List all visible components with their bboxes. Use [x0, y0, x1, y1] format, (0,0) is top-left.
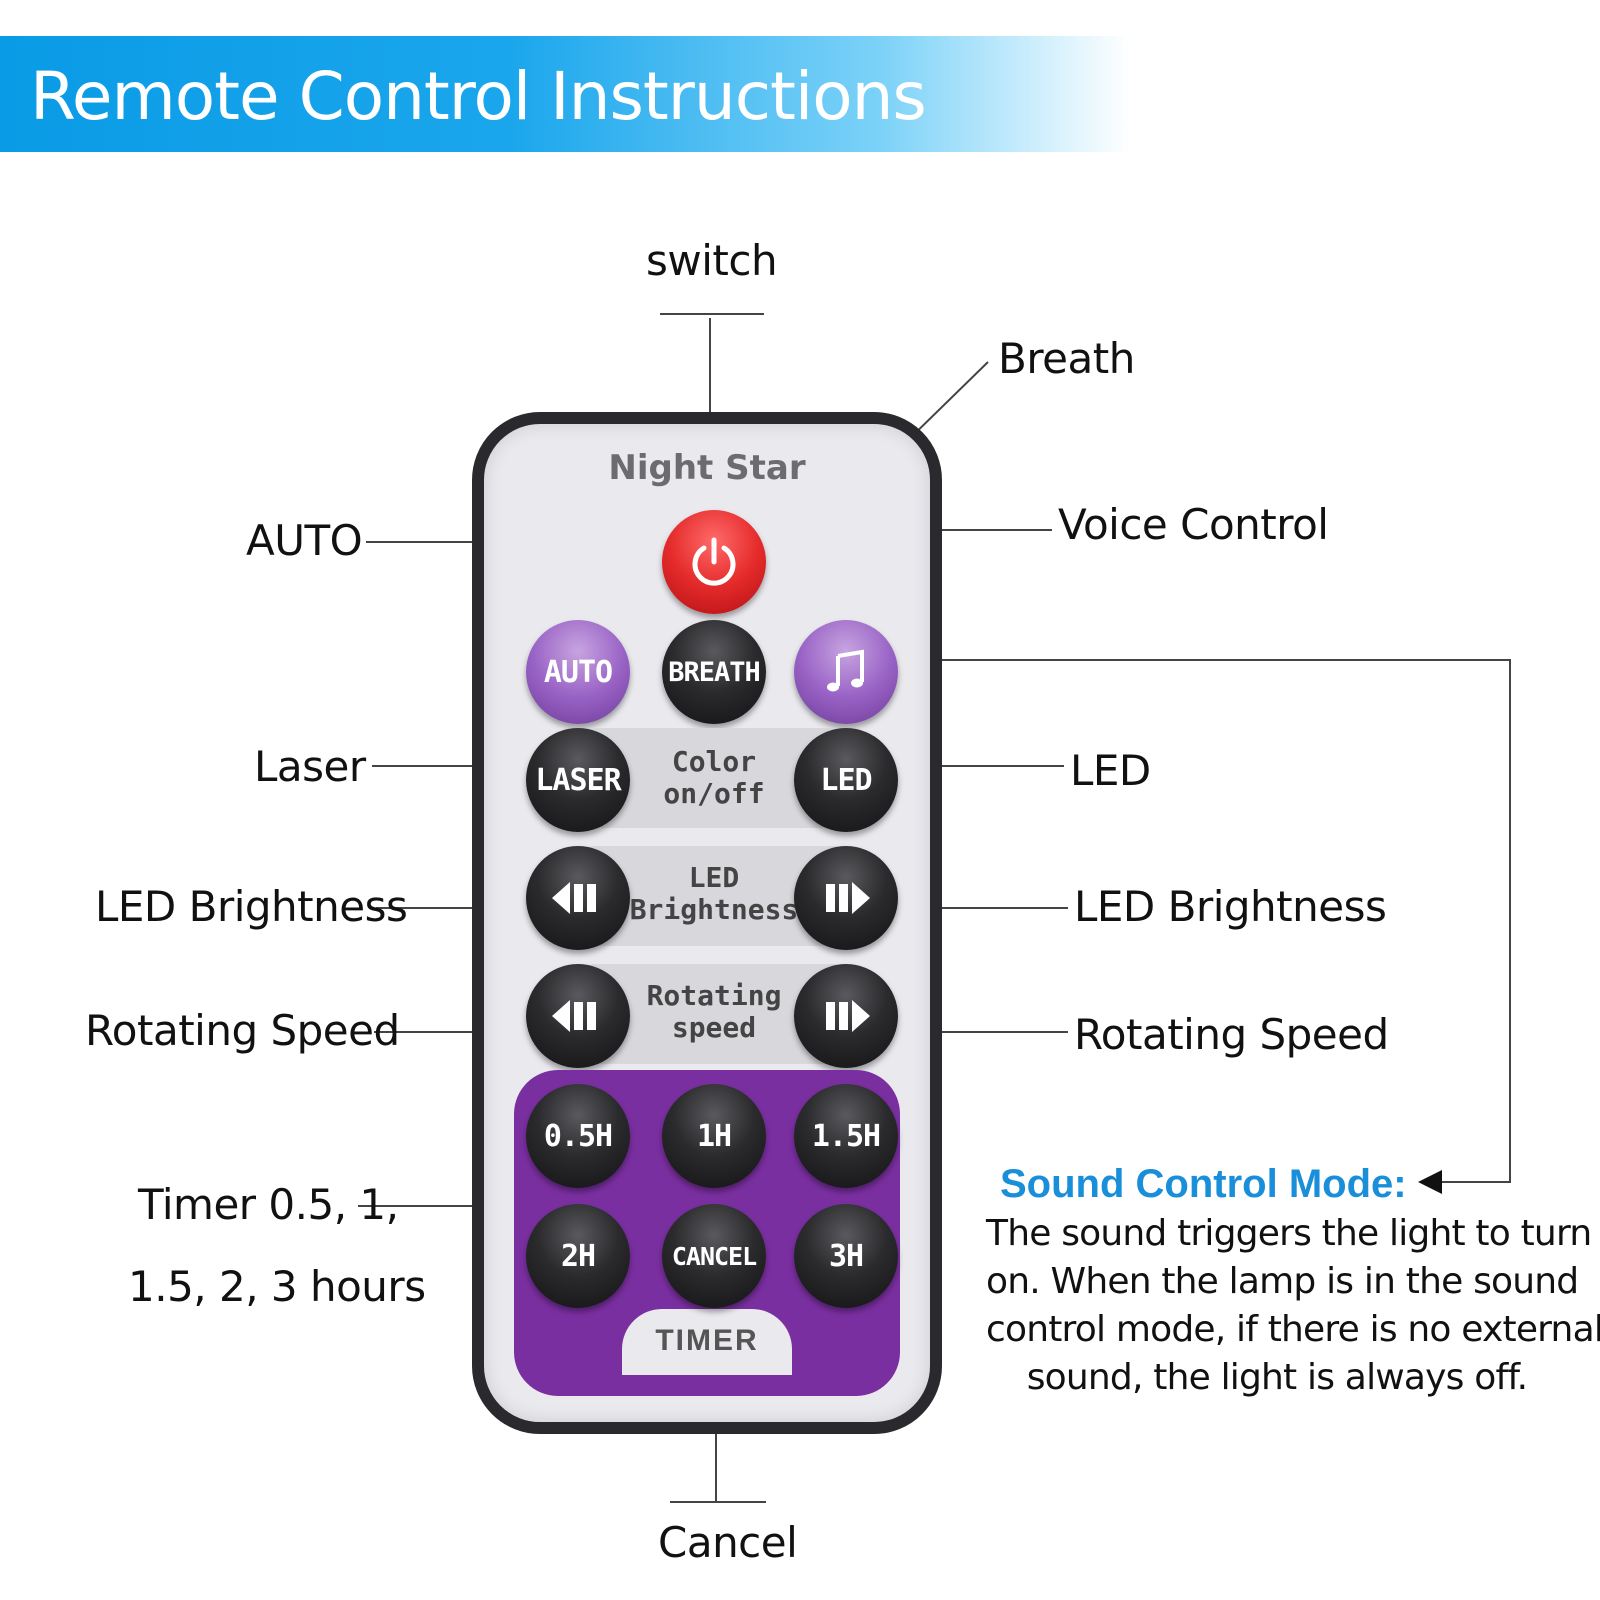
- rotating-speed-panel-label: Rotating speed: [646, 979, 782, 1044]
- callout-timer-line2: 1.5, 2, 3 hours: [128, 1262, 426, 1311]
- timer-3h-button[interactable]: 3H: [794, 1204, 898, 1308]
- music-note-icon: [827, 649, 864, 692]
- page-title: Remote Control Instructions: [30, 58, 927, 135]
- header-banner: Remote Control Instructions: [0, 36, 1130, 152]
- laser-button[interactable]: LASER: [526, 728, 630, 832]
- timer-tab: [622, 1309, 792, 1375]
- led-button[interactable]: LED: [794, 728, 898, 832]
- timer-0-5h-button[interactable]: 0.5H: [526, 1084, 630, 1188]
- callout-rotating-speed-left: Rotating Speed: [85, 1006, 400, 1055]
- breath-button[interactable]: BREATH: [662, 620, 766, 724]
- callout-switch: switch: [646, 236, 778, 285]
- callout-breath: Breath: [998, 334, 1135, 383]
- callout-voice-control: Voice Control: [1058, 500, 1329, 549]
- timer-1h-button[interactable]: 1H: [662, 1084, 766, 1188]
- auto-button[interactable]: AUTO: [526, 620, 630, 724]
- power-button[interactable]: [662, 510, 766, 614]
- voice-control-button[interactable]: [794, 620, 898, 724]
- callout-led-brightness-right: LED Brightness: [1074, 882, 1387, 931]
- callout-led: LED: [1070, 746, 1151, 795]
- sound-mode-description: The sound triggers the light to turn on.…: [986, 1213, 1600, 1398]
- timer-1-5h-button[interactable]: 1.5H: [794, 1084, 898, 1188]
- fast-forward-icon: [826, 1000, 870, 1032]
- brand-label: Night Star: [608, 448, 806, 488]
- cancel-button[interactable]: CANCEL: [662, 1204, 766, 1308]
- callout-timer-line1: Timer 0.5, 1,: [138, 1180, 399, 1229]
- timer-label: TIMER: [655, 1324, 759, 1357]
- rotating-speed-up-button[interactable]: [794, 964, 898, 1068]
- sound-mode-title: Sound Control Mode:: [1000, 1162, 1407, 1206]
- led-brightness-panel-label: LED Brightness: [629, 861, 799, 926]
- remote-control: Night Star AUTO BREATH Color on/off LASE…: [472, 412, 942, 1434]
- callout-led-brightness-left: LED Brightness: [95, 882, 408, 931]
- callout-auto: AUTO: [246, 516, 363, 565]
- timer-2h-button[interactable]: 2H: [526, 1204, 630, 1308]
- power-icon: [692, 537, 736, 586]
- led-brightness-down-button[interactable]: [526, 846, 630, 950]
- callout-laser: Laser: [254, 742, 366, 791]
- led-brightness-up-button[interactable]: [794, 846, 898, 950]
- rotating-speed-down-button[interactable]: [526, 964, 630, 1068]
- rewind-icon: [552, 1000, 596, 1032]
- color-panel-label: Color on/off: [663, 745, 765, 810]
- rewind-icon: [552, 882, 596, 914]
- callout-cancel: Cancel: [658, 1518, 798, 1567]
- fast-forward-icon: [826, 882, 870, 914]
- callout-rotating-speed-right: Rotating Speed: [1074, 1010, 1389, 1059]
